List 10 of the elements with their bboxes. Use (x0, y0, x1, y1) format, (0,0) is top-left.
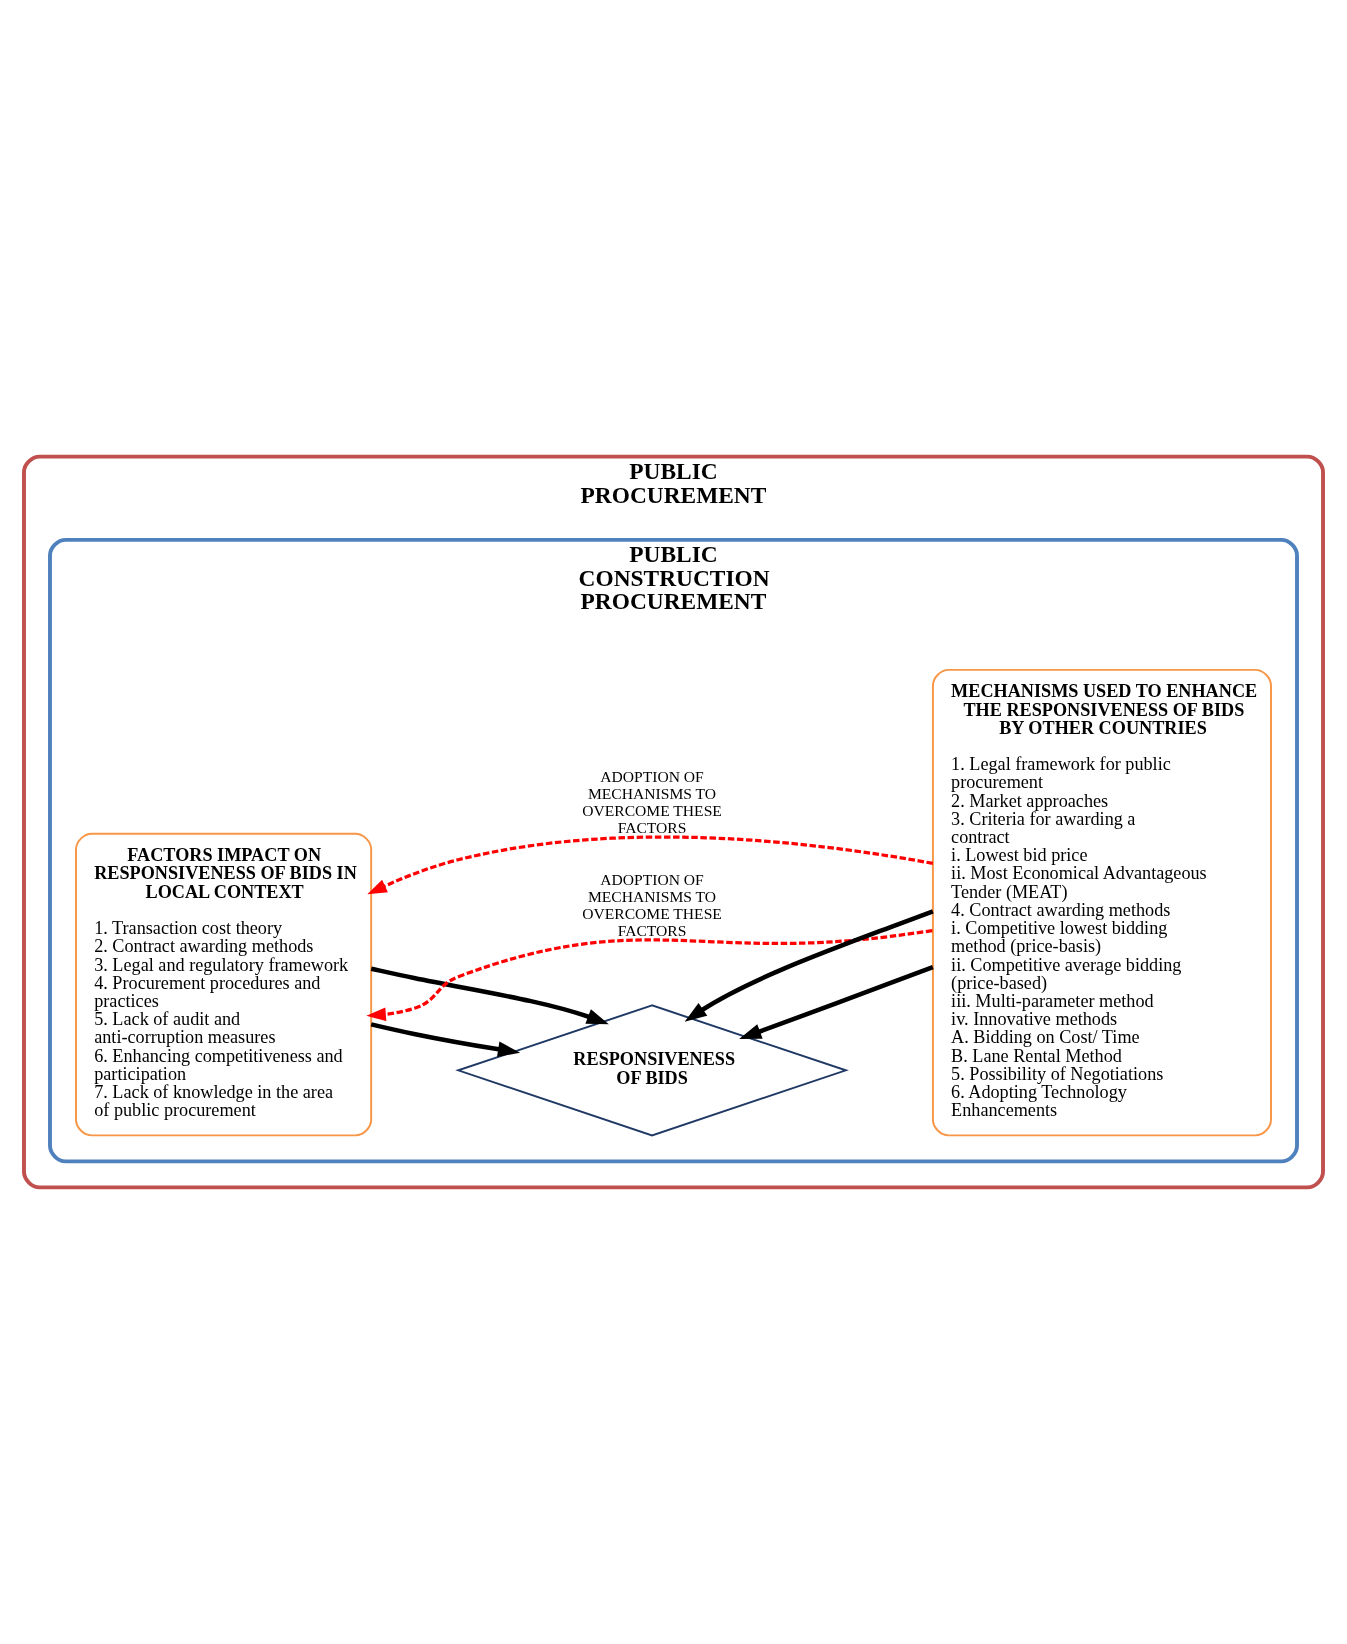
edge-label: ADOPTION OF MECHANISMS TO OVERCOME THESE FACTORS (582, 871, 722, 939)
arrow (367, 835, 934, 895)
arrow (739, 964, 934, 1040)
arrow (366, 929, 933, 1022)
node-box: MECHANISMS USED TO ENHANCE THE RESPONSIVENESS OF BIDS BY OTHER COUNTRIES 1. Legal framework for public procurement 2. Market approaches 3. Criteria for awarding a contract i. Lowest bid price ii. Most Economical Advantageous Tender (MEAT) 4. Contract awarding methods i. Competitive lowest bidding method (price-basis) ii. Competitive average bidding (price-based) iii. Multi-parameter method iv. Innovative methods A. Bidding on Cost/ Time B. Lane Rental Method 5. Possibility of Negotiations 6. Adopting Technology Enhancements (931, 668, 1272, 1137)
arrow (684, 909, 934, 1022)
node-box: FACTORS IMPACT ON RESPONSIVENESS OF BIDS IN LOCAL CONTEXT 1. Transaction cost theory 2. Contract awarding methods 3. Legal and regulatory framework 4. Procurement procedures and practices 5. Lack of audit and anti-corruption measures 6. Enhancing competitiveness and participation 7. Lack of knowledge in the area of public procurement (75, 832, 373, 1137)
arrow (370, 1022, 521, 1057)
arrow (370, 966, 609, 1025)
edge-label: ADOPTION OF MECHANISMS TO OVERCOME THESE FACTORS (582, 768, 722, 837)
